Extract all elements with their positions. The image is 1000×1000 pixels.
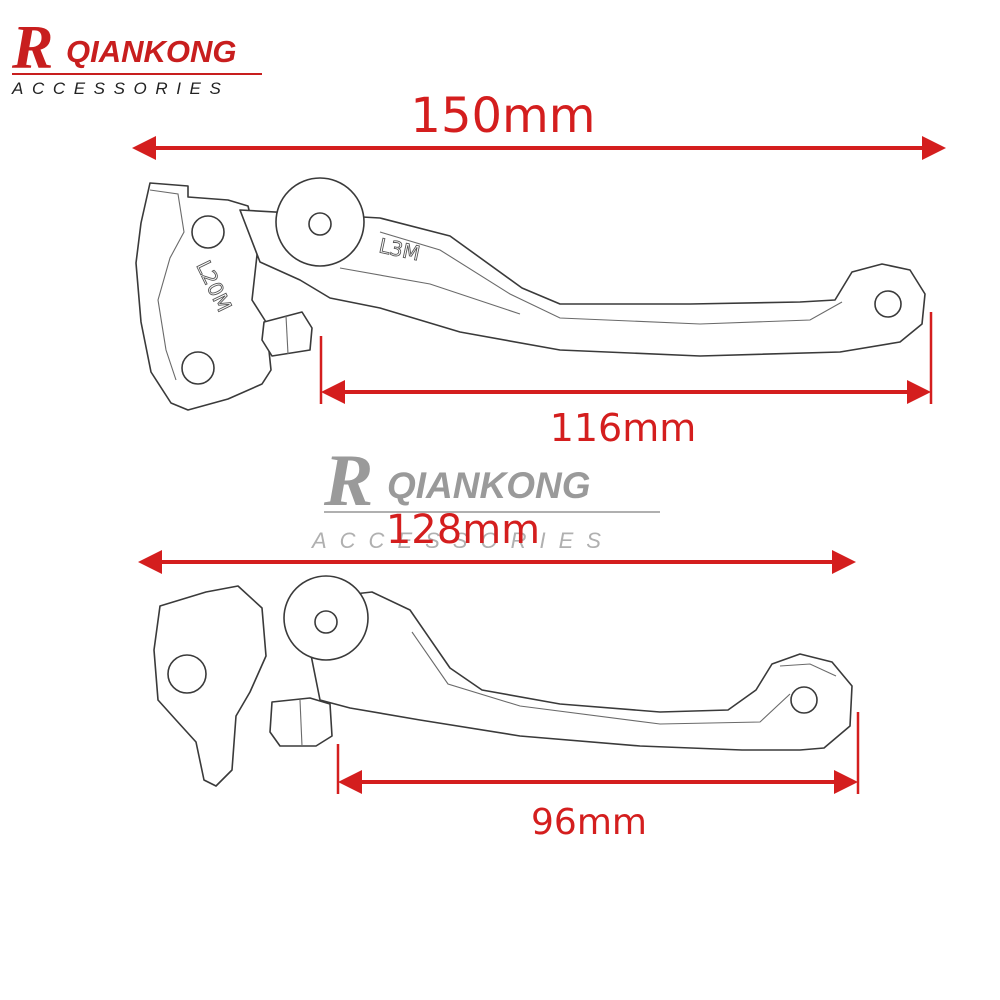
logo-initial: R	[11, 14, 53, 82]
brake-blade-contour	[411, 631, 791, 725]
brake-blade	[299, 591, 853, 751]
watermark-tagline: ACCESSORIES	[310, 528, 614, 553]
watermark-initial: R	[323, 440, 373, 522]
clutch-blade	[239, 209, 926, 357]
logo-tagline: ACCESSORIES	[11, 79, 229, 98]
logo-word: QIANKONG	[66, 34, 237, 69]
brake-blade-length-label: 96mm	[531, 802, 647, 843]
clutch-pivot-bolt	[308, 212, 332, 236]
clutch-adjuster-seam	[285, 315, 289, 355]
watermark-word: QIANKONG	[387, 465, 591, 506]
brand-logo: R QIANKONG ACCESSORIES	[11, 14, 262, 98]
clutch-blade-end-hole	[874, 290, 902, 318]
brake-perch-hole	[167, 654, 207, 694]
clutch-perch-hole-lower	[181, 351, 215, 385]
brake-lever	[153, 575, 853, 787]
brake-adjuster-seam	[299, 699, 303, 747]
brake-dimensions: 128mm 96mm	[138, 507, 860, 843]
watermark: R QIANKONG ACCESSORIES	[310, 440, 660, 553]
clutch-dimensions: 150mm 116mm	[132, 88, 946, 450]
brake-overall-length-label: 128mm	[386, 507, 540, 553]
clutch-perch-contour	[149, 189, 185, 381]
clutch-blade-length-label: 116mm	[550, 406, 697, 450]
clutch-blade-contour	[379, 231, 843, 325]
clutch-overall-length-label: 150mm	[410, 88, 595, 144]
clutch-perch-hole-upper	[191, 215, 225, 249]
clutch-perch-body	[135, 182, 272, 411]
brake-pivot-bolt	[314, 610, 338, 634]
brake-perch-body	[153, 585, 267, 787]
brake-blade-end-hole	[790, 686, 818, 714]
clutch-lever: L20M L3M	[135, 177, 926, 411]
brake-blade-lip	[779, 663, 837, 677]
clutch-blade-groove	[339, 267, 521, 315]
